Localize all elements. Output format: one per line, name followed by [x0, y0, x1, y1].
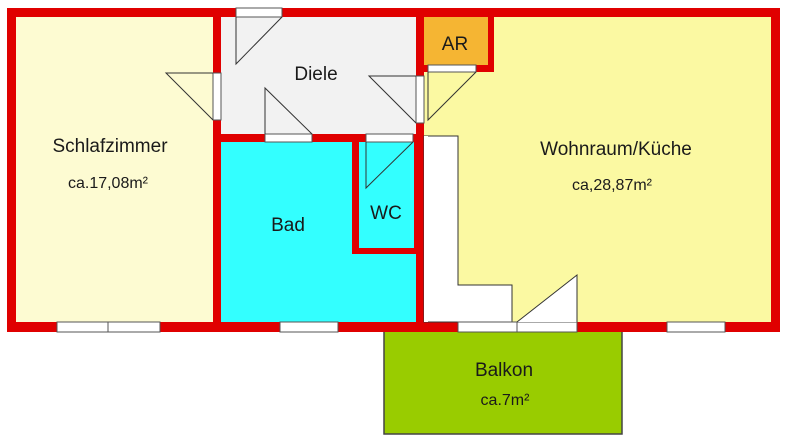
- label-diele: Diele: [294, 64, 337, 85]
- door-schlafzimmer[interactable]: [212, 72, 222, 121]
- door-wc[interactable]: [365, 133, 414, 143]
- door-swing-balkon: [516, 273, 578, 323]
- door-swing-wc: [365, 141, 414, 190]
- door-swing-bad: [264, 86, 313, 135]
- door-swing-schlafzimmer: [164, 72, 214, 121]
- room-wc: [359, 142, 414, 248]
- label-wohnraum: Wohnraum/Küche: [540, 139, 692, 160]
- door-swing-wohnraum: [367, 75, 417, 124]
- label-ar: AR: [442, 34, 468, 55]
- room-schlafzimmer: [16, 17, 213, 322]
- door-ar[interactable]: [427, 64, 477, 73]
- door-diele-entrance[interactable]: [235, 7, 283, 18]
- balcony-door-2[interactable]: [516, 321, 578, 333]
- label-balkon: Balkon: [475, 360, 533, 381]
- window-wohnraum: [666, 321, 726, 333]
- label-wc: WC: [370, 203, 402, 224]
- window-schlafzimmer-1: [56, 321, 109, 333]
- area-wohnraum: ca,28,87m²: [572, 177, 653, 194]
- area-balkon: ca.7m²: [481, 392, 531, 409]
- door-wohnraum[interactable]: [415, 75, 425, 124]
- door-swing-ar: [427, 71, 477, 122]
- door-bad[interactable]: [264, 133, 313, 143]
- window-schlafzimmer-2: [107, 321, 161, 333]
- room-ar: [424, 17, 488, 65]
- hallway-edge: [424, 136, 428, 322]
- window-bad: [279, 321, 339, 333]
- door-swing-entrance: [235, 16, 283, 66]
- area-schlafzimmer: ca.17,08m²: [68, 175, 149, 192]
- label-schlafzimmer: Schlafzimmer: [52, 136, 168, 157]
- balcony-door-1[interactable]: [457, 321, 518, 333]
- label-bad: Bad: [271, 215, 305, 236]
- room-balkon: [383, 330, 623, 435]
